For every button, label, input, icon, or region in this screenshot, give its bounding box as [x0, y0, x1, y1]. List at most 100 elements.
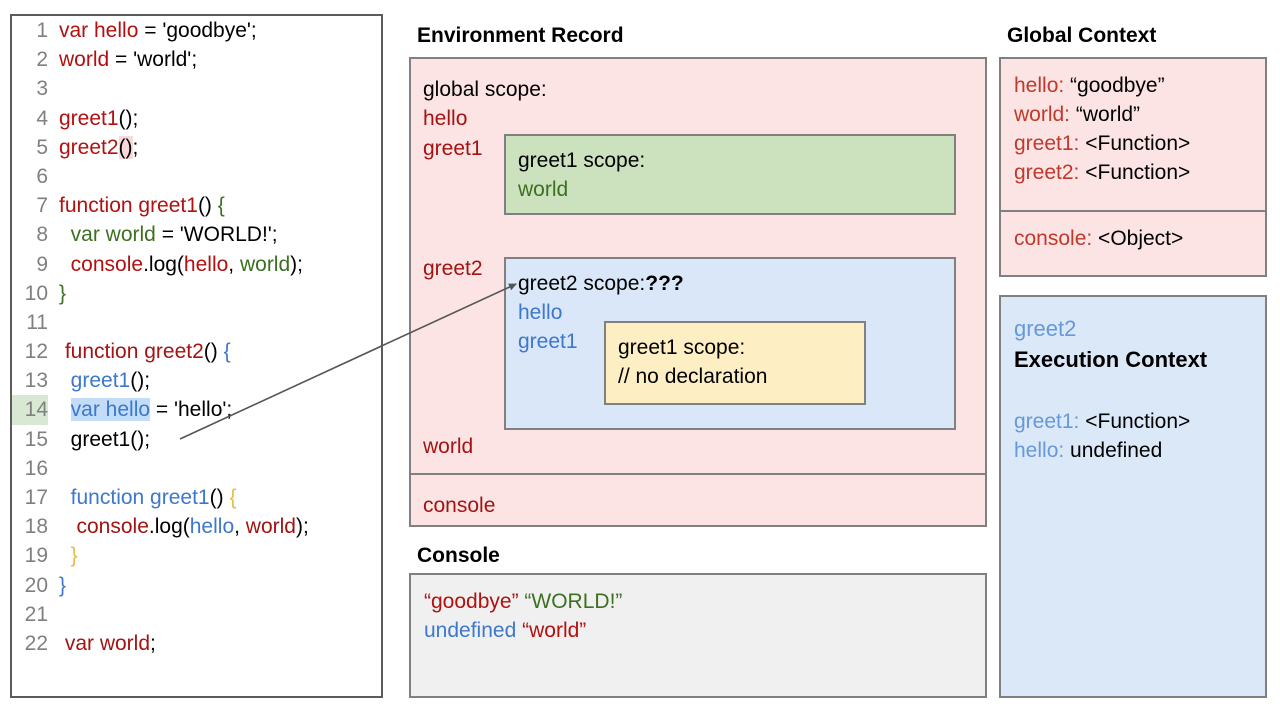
environment-record-divider: [411, 473, 985, 475]
code-line-text: }: [48, 279, 66, 308]
inner-greet1-scope-header: greet1 scope:: [618, 336, 746, 359]
code-line-text: greet2();: [48, 133, 138, 162]
code-line[interactable]: 11: [12, 308, 381, 337]
exec-context-entry-key: hello:: [1014, 439, 1065, 462]
code-line-number: 15: [24, 427, 48, 451]
code-line-number: 12: [24, 340, 48, 364]
console-token: “WORLD!”: [524, 590, 623, 613]
global-context-entry-value: “goodbye”: [1064, 74, 1165, 97]
exec-context-entry: greet1: <Function>: [1014, 407, 1265, 436]
greet2-execution-context-box: greet2 Execution Context greet1: <Functi…: [999, 295, 1267, 698]
exec-context-function-name: greet2: [1014, 316, 1077, 341]
code-line[interactable]: 19 }: [12, 541, 381, 570]
code-line[interactable]: 14 var hello = 'hello';: [12, 395, 381, 425]
console-token: undefined: [424, 619, 517, 642]
global-context-entry-key: world:: [1014, 103, 1071, 126]
greet2-scope-binding-hello: hello: [518, 301, 563, 324]
code-line[interactable]: 17 function greet1() {: [12, 483, 381, 512]
greet2-scope-box: greet2 scope:??? hello greet1 greet1 sco…: [504, 257, 956, 430]
code-token: (): [118, 135, 133, 159]
console-token: “goodbye”: [424, 590, 519, 613]
code-token: }: [59, 281, 67, 305]
global-context-entry-key: hello:: [1014, 74, 1065, 97]
code-line-number: 8: [36, 223, 48, 247]
code-token: greet1();: [59, 427, 151, 451]
code-token: var hello: [70, 398, 151, 422]
global-binding-world: world: [423, 435, 474, 458]
code-token: hello: [183, 252, 229, 276]
code-line[interactable]: 8 var world = 'WORLD!';: [12, 220, 381, 249]
code-token: (): [209, 486, 230, 509]
global-context-entry-value: <Function>: [1079, 132, 1191, 155]
console-title: Console: [417, 544, 500, 567]
code-line-text: var world = 'WORLD!';: [48, 220, 278, 249]
greet2-scope-header-row: greet2 scope:???: [518, 269, 954, 298]
code-token: }: [59, 544, 78, 568]
code-token: }: [59, 573, 67, 597]
code-line[interactable]: 16: [12, 454, 381, 483]
code-line[interactable]: 20}: [12, 571, 381, 600]
code-token: world: [239, 252, 291, 276]
code-token: (): [203, 340, 224, 364]
code-line-number: 3: [36, 77, 48, 101]
code-line-number: 11: [26, 310, 48, 334]
greet2-scope-header: greet2 scope:: [518, 272, 646, 295]
code-line-number: 7: [36, 194, 48, 218]
code-line-text: function greet2() {: [48, 337, 231, 366]
code-line-number: 16: [24, 456, 48, 480]
code-line-text: greet1();: [48, 366, 150, 395]
global-binding-console: console: [423, 494, 496, 517]
code-token: greet1: [59, 369, 131, 393]
code-token: var world: [59, 223, 156, 247]
code-line[interactable]: 3: [12, 74, 381, 103]
code-token: greet1: [59, 106, 119, 130]
code-line[interactable]: 6: [12, 162, 381, 191]
code-line-number: 19: [24, 544, 48, 568]
code-token: ,: [228, 252, 240, 276]
global-context-divider: [1001, 210, 1265, 212]
code-token: console: [59, 252, 144, 276]
code-token: var world: [59, 631, 151, 655]
code-line[interactable]: 12 function greet2() {: [12, 337, 381, 366]
code-line-number: 4: [36, 106, 48, 130]
greet2-scope-unknown-marker: ???: [645, 272, 684, 295]
code-token: world: [245, 515, 296, 539]
code-line[interactable]: 15 greet1();: [12, 425, 381, 454]
exec-context-title: Execution Context: [1014, 347, 1208, 372]
global-context-entry-value: <Function>: [1079, 161, 1191, 184]
code-line[interactable]: 21: [12, 600, 381, 629]
code-line[interactable]: 13 greet1();: [12, 366, 381, 395]
code-line[interactable]: 9 console.log(hello, world);: [12, 250, 381, 279]
code-token: hello: [189, 515, 235, 539]
code-line-text: world = 'world';: [48, 45, 197, 74]
code-line[interactable]: 10}: [12, 279, 381, 308]
code-token: {: [229, 486, 237, 509]
code-token: function greet2: [59, 340, 204, 364]
code-token: = 'world';: [109, 48, 198, 72]
environment-record-box: global scope: hello greet1 greet2 world …: [409, 57, 987, 527]
code-line-text: function greet1() {: [48, 191, 225, 220]
code-line-text: var hello = 'goodbye';: [48, 16, 257, 45]
code-token: (): [197, 194, 218, 218]
code-token: .log(: [143, 252, 184, 276]
code-token: );: [290, 252, 303, 276]
global-scope-label: global scope:: [423, 78, 547, 101]
code-line[interactable]: 22 var world;: [12, 629, 381, 658]
exec-context-entries: greet1: <Function> hello: undefined: [1014, 407, 1265, 465]
code-line[interactable]: 18 console.log(hello, world);: [12, 512, 381, 541]
code-token: ,: [234, 515, 246, 539]
code-line-number: 20: [24, 573, 48, 597]
exec-context-entry-value: undefined: [1064, 439, 1163, 462]
global-binding-greet2: greet2: [423, 257, 483, 280]
console-output-box: “goodbye” “WORLD!”undefined “world”: [409, 573, 987, 698]
greet1-scope-binding-world: world: [518, 178, 569, 201]
global-context-entry: greet1: <Function>: [1014, 129, 1265, 158]
greet1-scope-header: greet1 scope:: [518, 149, 646, 172]
code-line-number: 18: [24, 515, 48, 539]
